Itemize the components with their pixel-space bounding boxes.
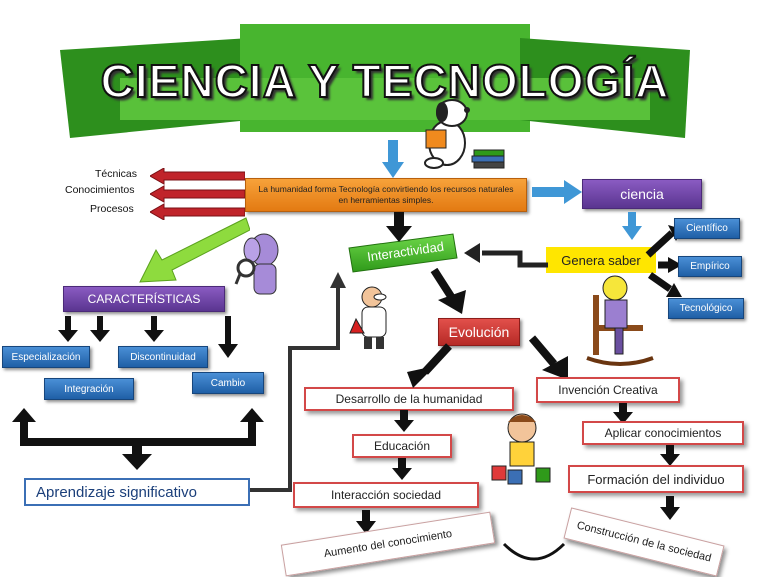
- aumento-box: Aumento del conocimiento: [280, 511, 496, 577]
- ciencia-box: ciencia: [582, 179, 702, 209]
- formacion-box: Formación del individuo: [568, 465, 744, 493]
- arrow-aprendizaje-to-interactividad: [250, 272, 346, 492]
- discontinuidad-box: Discontinuidad: [118, 346, 208, 368]
- bracket-arrows: [12, 408, 264, 470]
- scientist-icon: [349, 286, 387, 349]
- arrow-to-evolucion: [430, 268, 466, 314]
- arrow-invencion-to-aplicar: [613, 403, 633, 424]
- arrow-to-genera-saber: [622, 212, 642, 240]
- caracteristicas-box: CARACTERÍSTICAS: [63, 286, 225, 312]
- cientifico-box: Científico: [674, 218, 740, 239]
- page-title: CIENCIA Y TECNOLOGÍA: [100, 54, 670, 108]
- aprendizaje-box: Aprendizaje significativo: [24, 478, 250, 506]
- arrow-central-to-interactividad: [386, 212, 412, 242]
- child-blocks-icon: [491, 413, 551, 485]
- genera-saber-box: Genera saber: [546, 247, 656, 273]
- arrow-down-to-central: [382, 140, 404, 178]
- invencion-box: Invención Creativa: [536, 377, 680, 403]
- educacion-box: Educación: [352, 434, 452, 458]
- arrow-interaccion-to-aumento: [356, 510, 376, 534]
- arrow-formacion-to-construccion: [660, 496, 680, 520]
- red-arrows-left: [150, 168, 245, 220]
- construccion-box: Construcción de la sociedad: [563, 507, 725, 577]
- elephant-icon: [234, 233, 279, 295]
- tecnologico-box: Tecnológico: [668, 298, 744, 319]
- arrow-genera-to-interactividad: [464, 243, 548, 268]
- empirico-box: Empírico: [678, 256, 742, 277]
- construccion-label: Construcción de la sociedad: [575, 519, 713, 565]
- especializacion-box: Especialización: [2, 346, 90, 368]
- aumento-label: Aumento del conocimiento: [323, 527, 453, 561]
- reading-dog-icon: [424, 99, 505, 169]
- arrow-aplicar-to-formacion: [660, 445, 680, 466]
- cambio-box: Cambio: [192, 372, 264, 394]
- old-man-rocking-chair-icon: [586, 275, 654, 366]
- central-box: La humanidad forma Tecnología convirtien…: [245, 178, 527, 212]
- arrows-caracteristicas: [58, 316, 238, 358]
- interactividad-box: [348, 233, 458, 273]
- arrow-to-ciencia: [532, 180, 582, 204]
- label-procesos: Procesos: [90, 203, 134, 215]
- green-arrow-to-caracteristicas: [139, 217, 250, 283]
- aplicar-box: Aplicar conocimientos: [582, 421, 744, 445]
- label-tecnicas: Técnicas: [95, 168, 138, 180]
- interaccion-box: Interacción sociedad: [293, 482, 479, 508]
- evolucion-box: Evolución: [438, 318, 520, 346]
- arrow-desarrollo-to-educacion: [394, 410, 414, 432]
- arrow-evolucion-to-desarrollo: [407, 343, 452, 388]
- integracion-box: Integración: [44, 378, 134, 400]
- arrow-evolucion-to-invencion: [528, 335, 568, 380]
- connector-curve: [502, 542, 566, 561]
- arrow-educacion-to-interaccion: [392, 458, 412, 480]
- desarrollo-box: Desarrollo de la humanidad: [304, 387, 514, 411]
- label-conocimientos: Conocimientos: [65, 184, 135, 196]
